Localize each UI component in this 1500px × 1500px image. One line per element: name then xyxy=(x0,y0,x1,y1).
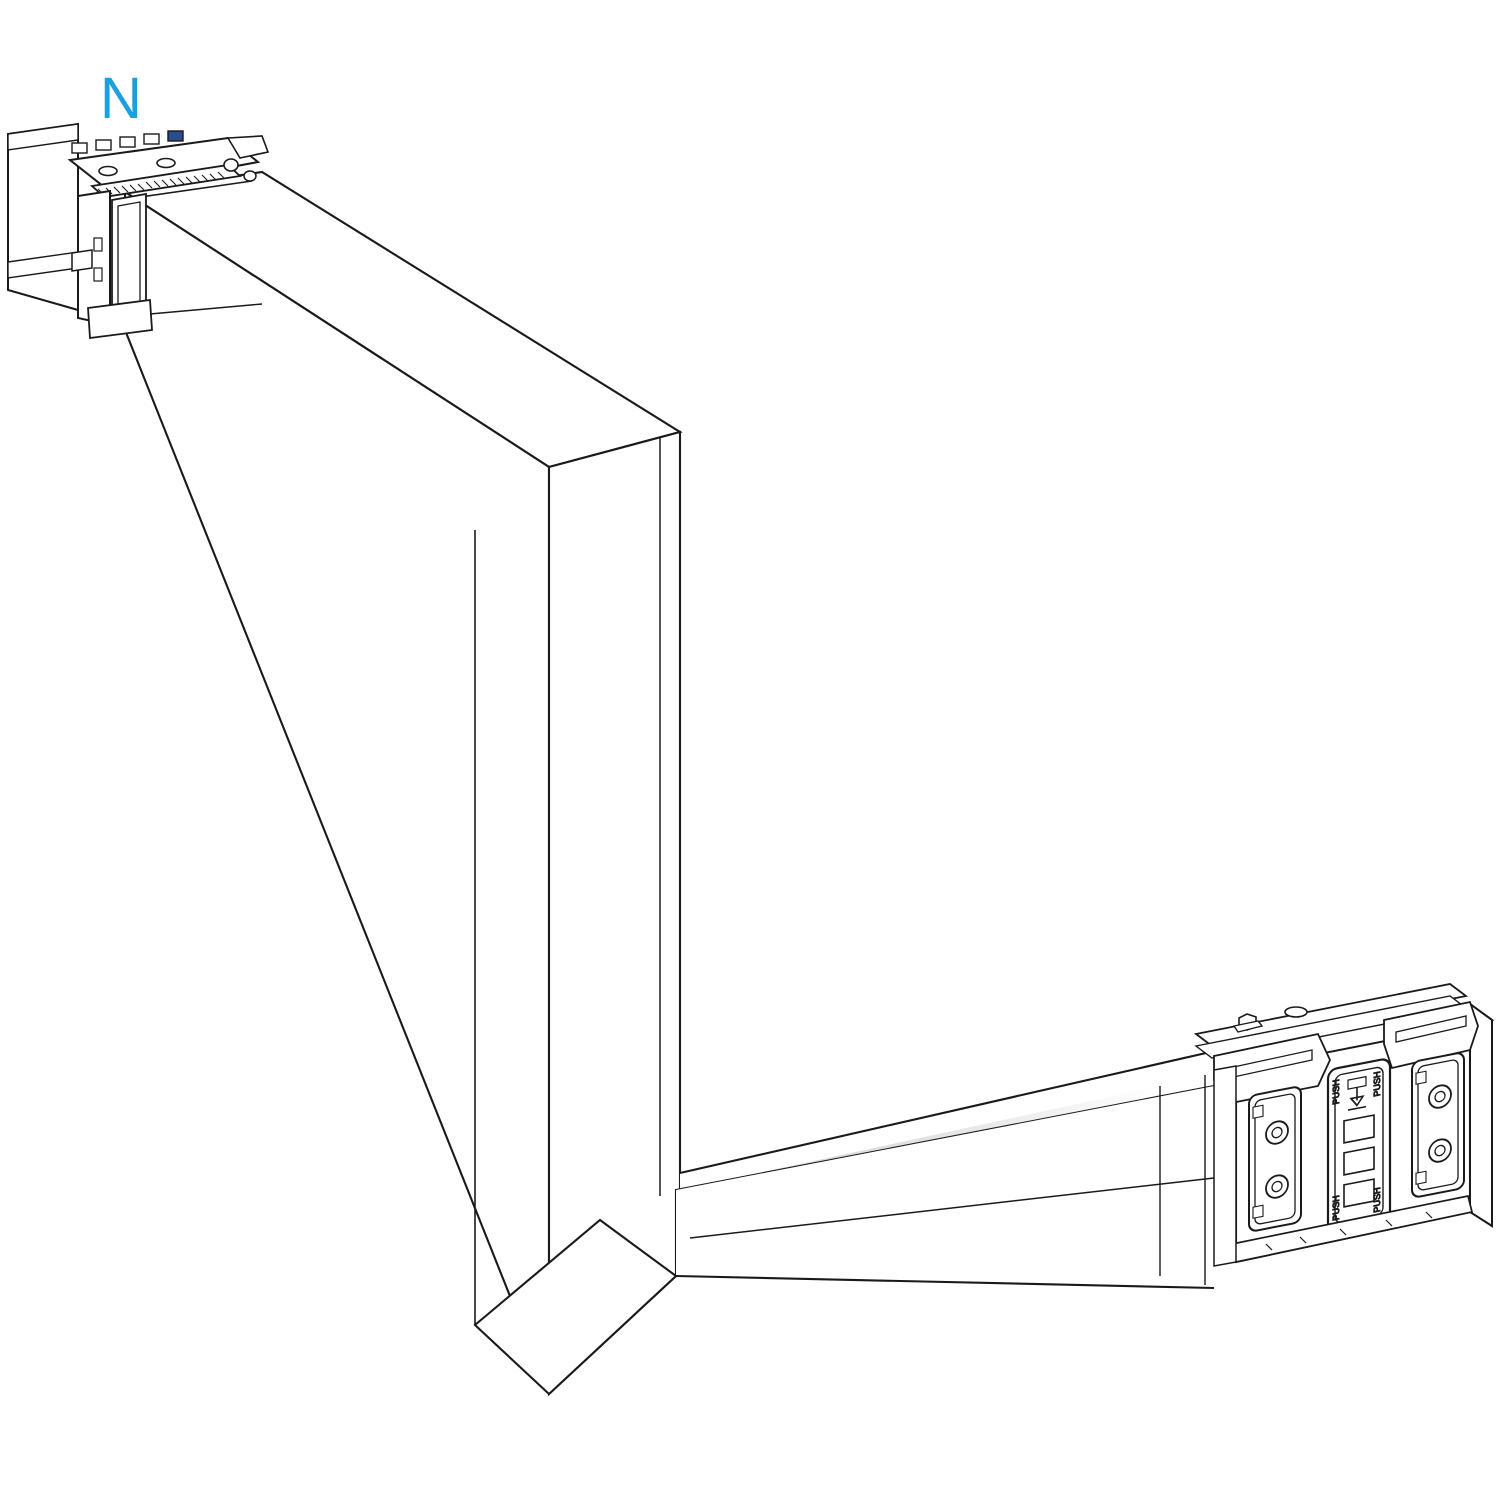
left-connector-bottom-rail xyxy=(87,298,153,340)
right-connector-top-strap xyxy=(1193,983,1469,1047)
left-connector-pivot-bolt-2 xyxy=(243,170,257,182)
push-label-bottom-left: PUSH xyxy=(1331,1194,1341,1221)
orientation-marker-n: N xyxy=(100,66,142,131)
right-connector-latch-plate-left[interactable] xyxy=(1248,1086,1302,1232)
lower-arm-front-face xyxy=(676,1086,1214,1288)
left-connector-back-panel xyxy=(7,122,79,312)
push-panel-window-2 xyxy=(1343,1146,1375,1176)
right-connector-right-face xyxy=(1469,1002,1493,1228)
right-connector-duct-seam xyxy=(1213,1065,1237,1267)
push-label-top-left: PUSH xyxy=(1331,1078,1341,1105)
left-connector-extension-arm xyxy=(226,135,270,159)
right-connector-right-bracket-slot xyxy=(1395,1015,1467,1043)
left-connector-clamp-bar-serrations xyxy=(97,171,225,196)
push-panel-window-3 xyxy=(1343,1178,1375,1208)
right-connector-bottom-rail-marks xyxy=(1265,1211,1433,1251)
arrow-down-icon xyxy=(1347,1075,1367,1111)
left-connector-hole-2 xyxy=(156,157,176,169)
push-label-bottom-right: PUSH xyxy=(1372,1187,1382,1214)
left-connector-latch-detail-a xyxy=(93,237,103,252)
right-connector-hex-bolt xyxy=(1232,1013,1264,1033)
end-connector-assembly-left[interactable] xyxy=(7,122,270,340)
left-connector-back-panel-rail-top xyxy=(7,123,79,151)
right-connector-push-panel[interactable]: PUSH PUSH PUSH PUSH xyxy=(1326,1058,1392,1232)
lower-arm-front-crease xyxy=(689,1177,1215,1239)
lower-arm-top-edge-far xyxy=(679,1046,1229,1175)
duct-body xyxy=(122,170,1229,1397)
end-connector-assembly-right[interactable]: PUSH PUSH PUSH PUSH xyxy=(1193,983,1495,1267)
left-connector-contour-a xyxy=(149,303,263,315)
left-connector-pivot-bolt xyxy=(223,158,239,172)
push-panel-window-1 xyxy=(1343,1114,1375,1144)
right-connector-latch-plate-right[interactable] xyxy=(1411,1052,1465,1198)
left-connector-latch-detail-b xyxy=(93,267,103,282)
lower-arm-top-face xyxy=(680,1048,1228,1190)
left-connector-hole-1 xyxy=(98,165,118,177)
left-connector-latch-bracket xyxy=(71,249,93,272)
push-label-top-right: PUSH xyxy=(1372,1071,1382,1098)
right-connector-top-hole xyxy=(1284,1006,1308,1018)
lower-arm-front-lower-edge xyxy=(675,1274,1215,1290)
left-connector-bolt-row xyxy=(71,130,184,154)
